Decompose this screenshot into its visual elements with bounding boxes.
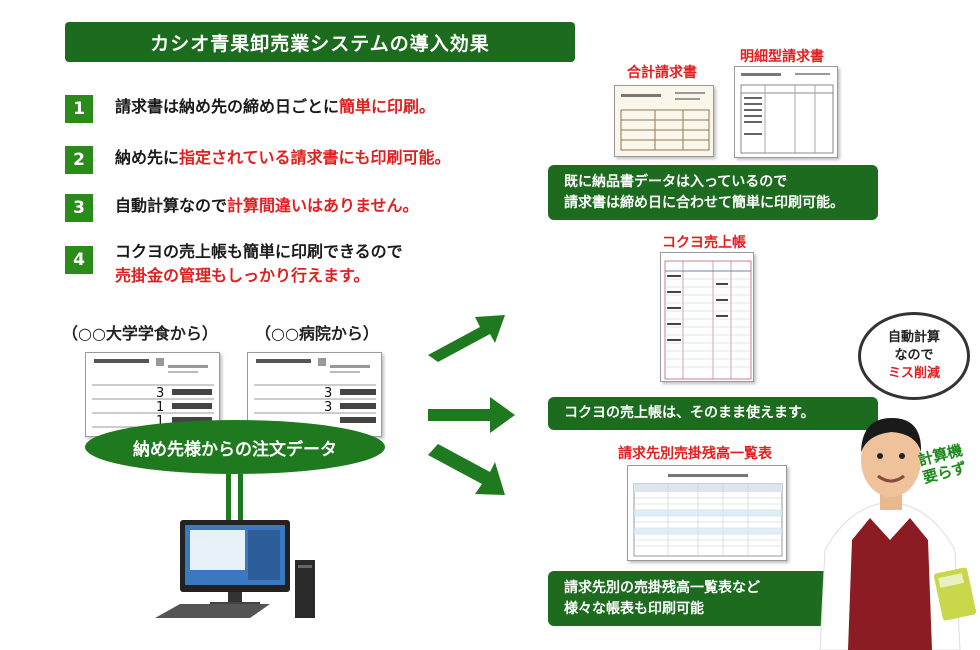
benefit-text: 納め先に指定されている請求書にも印刷可能。 (115, 148, 451, 167)
balance-list-label: 請求先別売掛残高一覧表 (618, 446, 772, 462)
benefit-1: 1 請求書は納め先の締め日ごとに簡単に印刷。 (65, 95, 435, 123)
total-invoice-image (614, 85, 714, 157)
page-title: カシオ青果卸売業システムの導入効果 (65, 22, 575, 62)
caption-balance-list: 請求先別の売掛残高一覧表など 様々な帳表も印刷可能 (548, 571, 848, 626)
ledger-illustration (664, 260, 752, 380)
balance-list-image (627, 465, 787, 561)
order-data-oval: 納め先様からの注文データ (85, 420, 385, 474)
benefit-3: 3 自動計算なので計算間違いはありません。 (65, 194, 419, 222)
benefit-number: 3 (65, 194, 93, 222)
staff-person-illustration (810, 418, 977, 650)
order-form-university: 3 1 1 (85, 352, 220, 437)
benefit-text: 自動計算なので計算間違いはありません。 (115, 196, 419, 215)
caption-ledger: コクヨの売上帳は、そのまま使えます。 (548, 397, 878, 430)
computer-icon (155, 520, 315, 618)
svg-text:1: 1 (156, 400, 164, 415)
svg-text:3: 3 (156, 386, 164, 401)
arrow-to-invoices (428, 315, 505, 362)
benefit-text: コクヨの売上帳も簡単に印刷できるので 売掛金の管理もしっかり行えます。 (115, 242, 403, 285)
kokuyo-ledger-image (660, 252, 754, 382)
connector-lines (226, 474, 243, 532)
source-label-university: （○○大学学食から） (62, 324, 218, 343)
source-label-hospital: （○○病院から） (255, 324, 379, 343)
invoice-illustration (740, 73, 834, 154)
benefit-text: 請求書は納め先の締め日ごとに簡単に印刷。 (115, 97, 436, 116)
speech-bubble: 自動計算 なので ミス削減 (858, 312, 970, 400)
total-invoice-label: 合計請求書 (627, 65, 697, 81)
detail-invoice-image (734, 66, 838, 158)
arrow-to-balance-list (428, 444, 505, 495)
svg-text:3: 3 (324, 400, 332, 415)
invoice-illustration (620, 92, 710, 151)
balance-list-illustration (633, 474, 783, 557)
benefit-number: 2 (65, 146, 93, 174)
benefit-4: 4 コクヨの売上帳も簡単に印刷できるので 売掛金の管理もしっかり行えます。 (65, 240, 403, 288)
order-form-illustration: 3 3 (254, 358, 376, 423)
benefit-2: 2 納め先に指定されている請求書にも印刷可能。 (65, 146, 451, 174)
benefit-number: 1 (65, 95, 93, 123)
svg-text:1: 1 (156, 414, 164, 429)
benefit-number: 4 (65, 246, 93, 274)
arrow-to-ledger (428, 397, 515, 433)
caption-invoice: 既に納品書データは入っているので 請求書は締め日に合わせて簡単に印刷可能。 (548, 165, 878, 220)
detail-invoice-label: 明細型請求書 (740, 49, 824, 65)
kokuyo-ledger-label: コクヨ売上帳 (662, 235, 746, 251)
svg-text:3: 3 (324, 386, 332, 401)
order-form-illustration: 3 1 1 (92, 358, 214, 429)
